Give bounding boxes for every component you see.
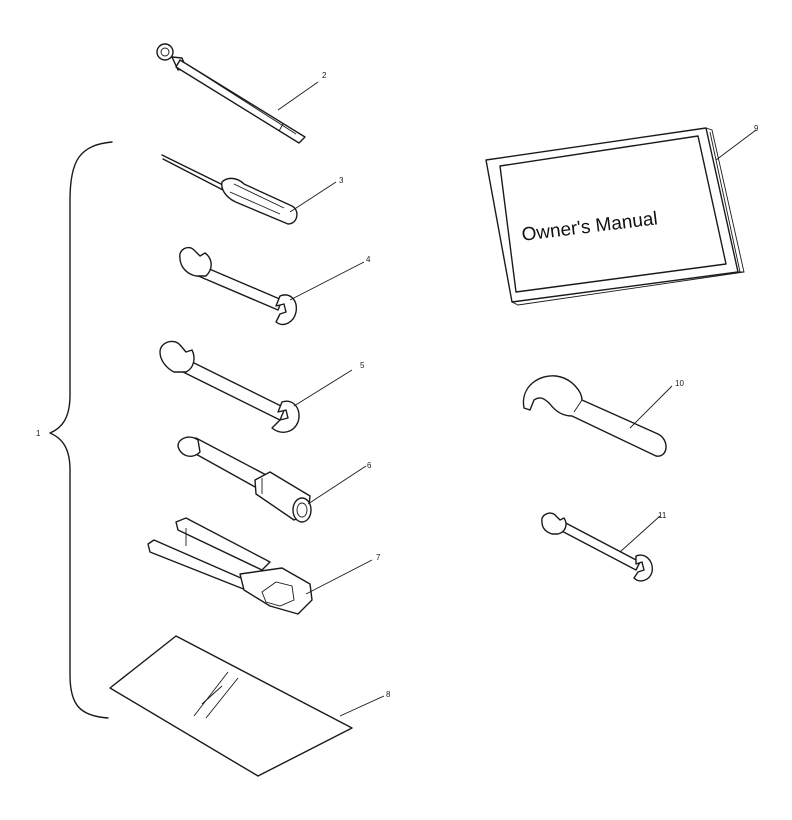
callout-4: 4 <box>366 255 371 264</box>
callout-7: 7 <box>376 553 381 562</box>
tire-gauge: 2 <box>156 43 327 144</box>
plug-tool: 7 <box>147 517 381 615</box>
callout-5: 5 <box>360 361 365 370</box>
owners-manual: Owner's Manual 9 <box>485 124 759 306</box>
callout-10: 10 <box>675 379 684 388</box>
callout-8: 8 <box>386 690 391 699</box>
tool-bag: 8 <box>109 635 391 777</box>
callout-9: 9 <box>754 124 759 133</box>
callout-3: 3 <box>339 176 344 185</box>
spanner-hook-wrench: 10 <box>522 375 684 457</box>
kit-bracket: 1 <box>36 141 113 719</box>
wrench-large: 5 <box>159 340 365 433</box>
callout-6: 6 <box>367 461 372 470</box>
callout-2: 2 <box>322 71 327 80</box>
socket-wrench: 6 <box>177 436 372 523</box>
screwdriver: 3 <box>161 154 344 225</box>
callout-1: 1 <box>36 429 41 438</box>
callout-11: 11 <box>658 511 667 520</box>
wrench-small: 4 <box>179 246 371 326</box>
wrench-open: 11 <box>541 511 667 582</box>
